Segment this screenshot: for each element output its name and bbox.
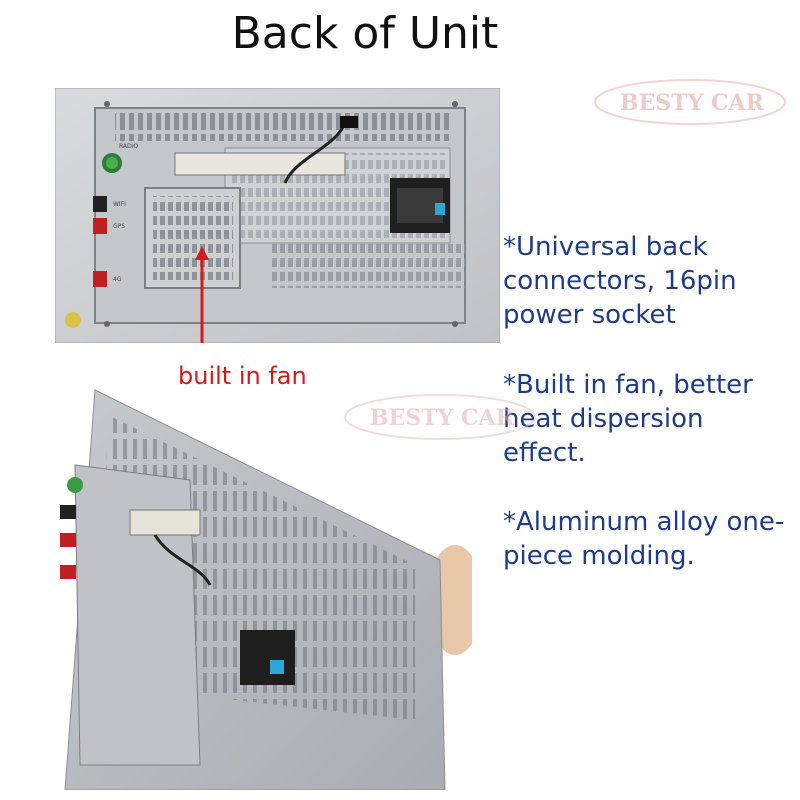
wifi-label: WIFI	[113, 201, 126, 208]
radio-label: RADIO	[119, 143, 138, 150]
feature-fan: *Built in fan, better heat dispersion ef…	[503, 370, 753, 468]
4g-label: 4G	[113, 276, 122, 283]
unit-back-photo: RADIO WIFI GPS 4G	[55, 88, 500, 343]
watermark-logo: BESTY CAR	[594, 79, 786, 125]
feature-aluminum: *Aluminum alloy one-piece molding.	[503, 507, 785, 571]
gps-label: GPS	[113, 223, 125, 230]
unit-angled-photo	[60, 389, 472, 790]
page-title: Back of Unit	[231, 8, 499, 59]
feature-connectors: *Universal back connectors, 16pin power …	[503, 232, 737, 330]
fan-label: built in fan	[178, 362, 307, 390]
svg-text:BESTY CAR: BESTY CAR	[370, 405, 515, 431]
watermark-logo: BESTY CAR	[344, 394, 536, 440]
svg-text:BESTY CAR: BESTY CAR	[620, 90, 765, 116]
